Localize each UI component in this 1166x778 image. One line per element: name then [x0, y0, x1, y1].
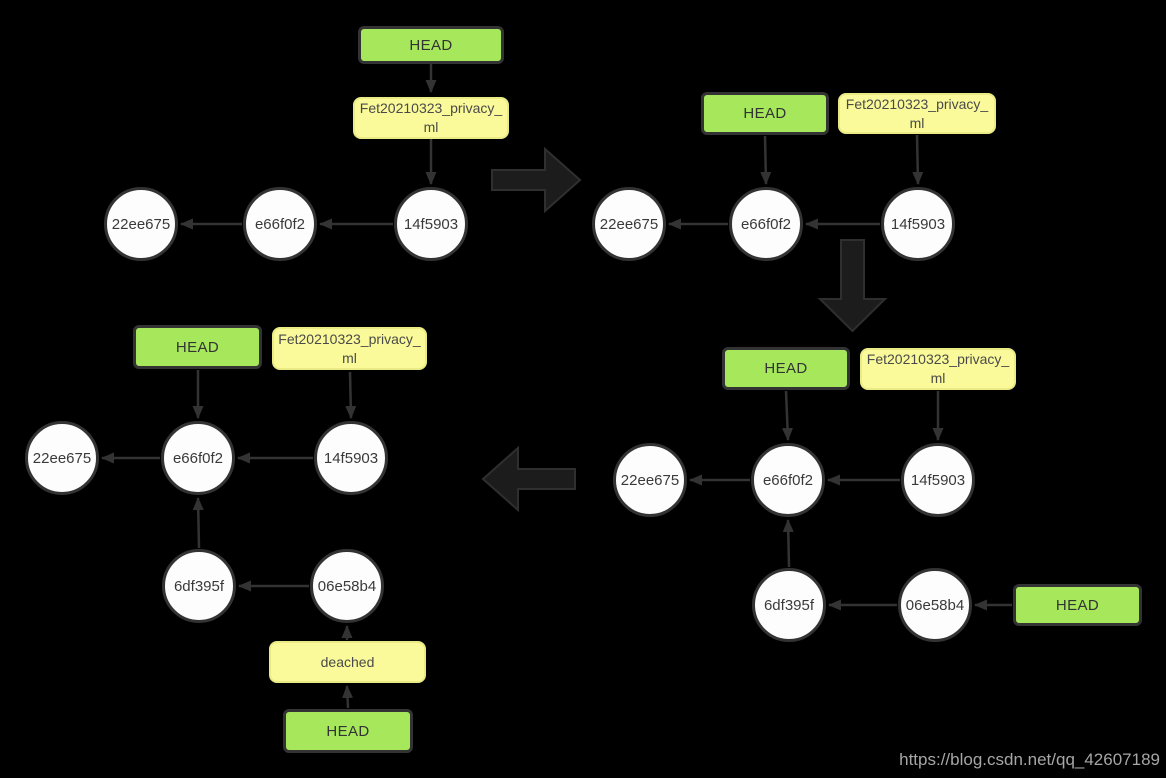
branch-ref-box: Fet20210323_privacy_ ml — [860, 348, 1016, 390]
commit-node-6df395f: 6df395f — [162, 549, 236, 623]
commit-node-22ee675: 22ee675 — [25, 421, 99, 495]
edge-s4-6df395f-to-e66f0f2 — [192, 497, 204, 549]
transition-arrow-down-icon — [817, 239, 888, 333]
commit-node-14f5903: 14f5903 — [394, 187, 468, 261]
edge-s2-branch-to-14f5903 — [912, 134, 924, 185]
head-ref-box: HEAD — [133, 325, 262, 369]
commit-node-22ee675: 22ee675 — [592, 187, 666, 261]
edge-s3-head-to-e66f0f2 — [782, 390, 794, 441]
commit-node-e66f0f2: e66f0f2 — [161, 421, 235, 495]
edge-s4-head-to-deached — [342, 685, 354, 709]
commit-node-6df395f: 6df395f — [752, 568, 826, 642]
transition-arrow-left-icon — [481, 445, 576, 513]
edge-s4-branch-to-14f5903 — [345, 371, 357, 419]
head-ref-box: HEAD — [722, 347, 850, 390]
commit-node-14f5903: 14f5903 — [314, 421, 388, 495]
transition-arrow-right-icon — [491, 146, 582, 214]
branch-ref-box: Fet20210323_privacy_ ml — [353, 97, 509, 139]
branch-ref-box: Fet20210323_privacy_ ml — [272, 327, 427, 370]
commit-node-22ee675: 22ee675 — [104, 187, 178, 261]
watermark-url: https://blog.csdn.net/qq_42607189 — [899, 750, 1160, 769]
commit-node-06e58b4: 06e58b4 — [898, 568, 972, 642]
commit-node-14f5903: 14f5903 — [881, 187, 955, 261]
commit-node-14f5903: 14f5903 — [901, 443, 975, 517]
detached-head-box: HEAD — [1013, 584, 1142, 626]
detached-head-box: HEAD — [283, 709, 413, 753]
commit-node-e66f0f2: e66f0f2 — [729, 187, 803, 261]
detached-ref-box: deached — [269, 641, 426, 683]
commit-node-22ee675: 22ee675 — [613, 443, 687, 517]
commit-node-06e58b4: 06e58b4 — [310, 549, 384, 623]
commit-node-e66f0f2: e66f0f2 — [751, 443, 825, 517]
head-ref-box: HEAD — [358, 26, 504, 64]
edge-s3-6df395f-to-e66f0f2 — [782, 519, 794, 568]
edge-s2-head-to-e66f0f2 — [760, 135, 772, 185]
commit-node-e66f0f2: e66f0f2 — [243, 187, 317, 261]
head-ref-box: HEAD — [701, 92, 829, 135]
branch-ref-box: Fet20210323_privacy_ ml — [838, 93, 996, 134]
